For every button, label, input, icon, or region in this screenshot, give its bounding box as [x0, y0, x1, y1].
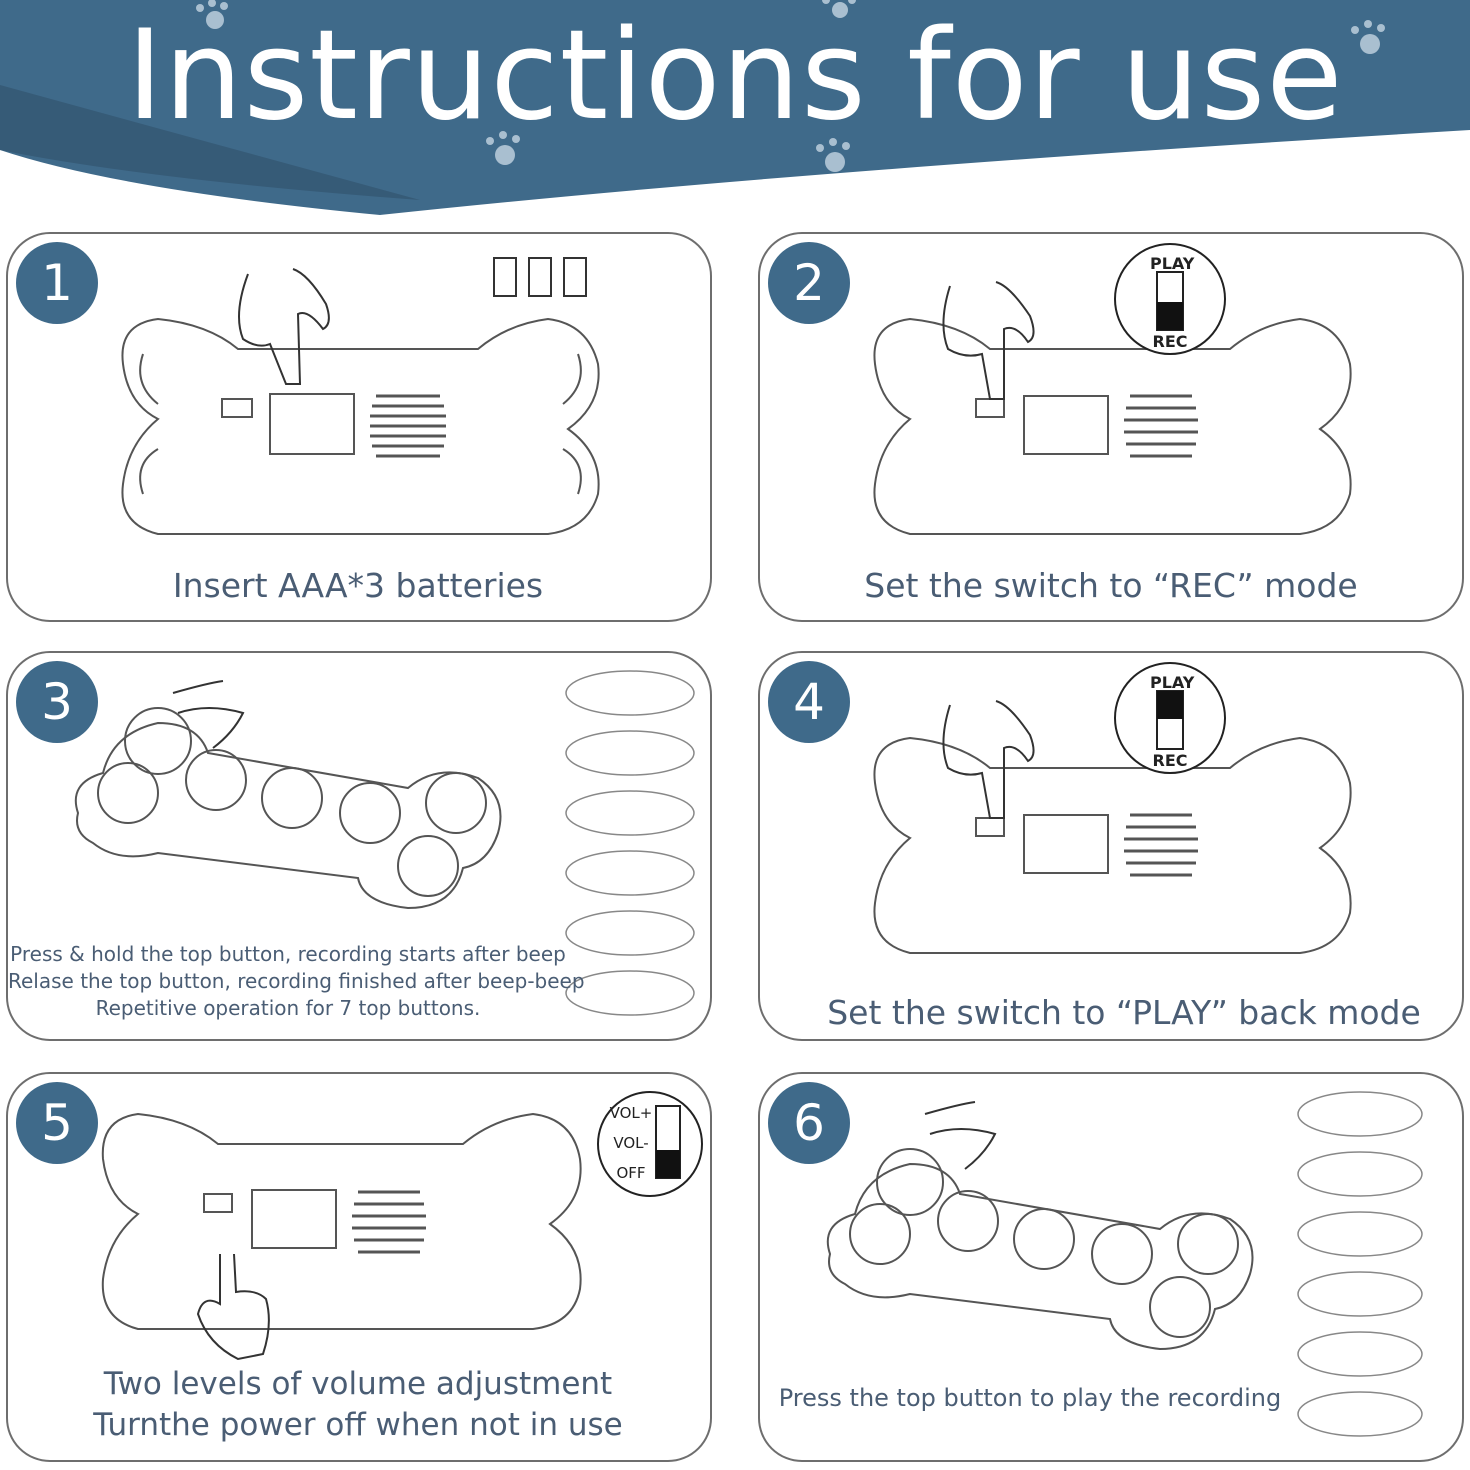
device-front-illustration	[74, 670, 695, 1016]
mini-device-icon	[565, 670, 695, 1016]
switch-label-play: PLAY	[1150, 254, 1195, 273]
page-title: Instructions for use	[126, 4, 1344, 148]
step-5-panel: 5 VOL+ VOL- OFF Two levels of volume adj…	[6, 1072, 712, 1462]
paw-print-icon	[196, 0, 1385, 172]
mini-device-icon	[1297, 1091, 1423, 1437]
volume-label-off: OFF	[616, 1164, 646, 1182]
step-number: 2	[768, 242, 850, 324]
step-6-panel: 6 Press the top button to play the recor…	[758, 1072, 1464, 1462]
header-banner	[0, 0, 1470, 215]
device-back-illustration	[101, 1091, 703, 1361]
step-2-panel: 2 PLAY REC Set the switch to “REC” mode	[758, 232, 1464, 622]
volume-label-down: VOL-	[613, 1134, 649, 1152]
hand-pointing-icon	[196, 1253, 270, 1361]
step-caption: Set the switch to “PLAY” back mode	[827, 993, 1421, 1032]
switch-rec-icon	[1114, 243, 1226, 355]
step-caption: Press the top button to play the recordi…	[778, 1384, 1282, 1412]
switch-play-icon	[1114, 662, 1226, 774]
step-caption: Set the switch to “REC” mode	[864, 566, 1358, 605]
step-instruction-line: Repetitive operation for 7 top buttons.	[95, 996, 481, 1020]
step-caption: Insert AAA*3 batteries	[172, 566, 544, 605]
device-back-illustration	[873, 662, 1352, 954]
device-back-illustration	[873, 243, 1352, 535]
step-number: 3	[16, 661, 98, 743]
step-3-panel: 3 Press & hold the top button, recording…	[6, 651, 712, 1041]
switch-label-rec: REC	[1152, 332, 1188, 351]
step-number: 4	[768, 661, 850, 743]
hand-pressing-icon	[172, 680, 245, 749]
hand-pressing-icon	[924, 1101, 997, 1170]
step-number: 6	[768, 1082, 850, 1164]
hand-pointing-icon	[942, 700, 1035, 819]
step-4-panel: 4 PLAY REC Set the switch to “PLAY” back…	[758, 651, 1464, 1041]
step-number: 5	[16, 1082, 98, 1164]
hand-pointing-icon	[942, 281, 1035, 400]
switch-label-rec: REC	[1152, 751, 1188, 770]
volume-label-up: VOL+	[609, 1104, 653, 1122]
volume-switch-icon	[597, 1091, 703, 1197]
switch-label-play: PLAY	[1150, 673, 1195, 692]
step-number: 1	[16, 242, 98, 324]
battery-icon	[493, 257, 587, 297]
step-instruction-line: Two levels of volume adjustment	[103, 1366, 613, 1402]
step-instruction-line: Relase the top button, recording finishe…	[8, 969, 585, 993]
step-instruction-line: Press & hold the top button, recording s…	[10, 942, 566, 966]
hand-pointing-icon	[238, 268, 330, 385]
step-1-panel: 1 Insert AAA*3 batteries	[6, 232, 712, 622]
device-back-illustration	[121, 257, 600, 535]
step-instruction-line: Turnthe power off when not in use	[93, 1407, 623, 1443]
device-front-illustration	[826, 1091, 1423, 1437]
